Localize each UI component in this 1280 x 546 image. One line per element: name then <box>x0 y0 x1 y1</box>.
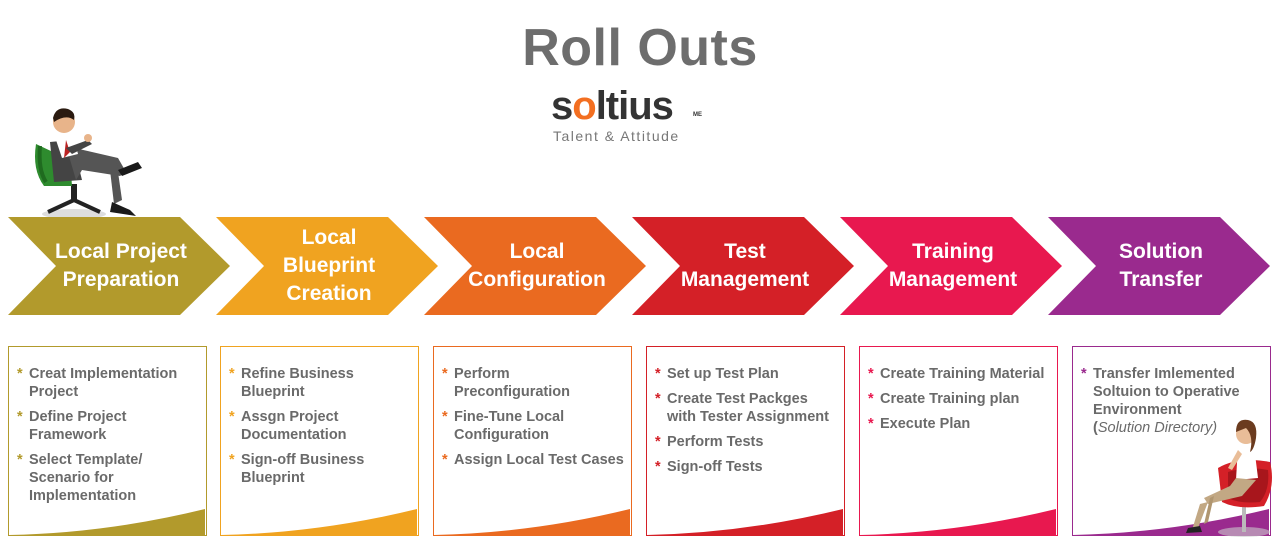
activity-item: * Assign Local Test Cases <box>442 451 625 469</box>
activity-box-5: * Create Training Material * Create Trainin… <box>859 346 1058 536</box>
activity-text: Define Project Framework <box>29 409 127 443</box>
bullet-star: * <box>17 366 23 382</box>
bullet-star: * <box>655 366 661 382</box>
activity-text: Assign Local Test Cases <box>454 452 624 468</box>
activity-text: Creat Implementation Project <box>29 366 178 400</box>
activity-list: * Create Training Material * Create Trainin… <box>860 347 1057 433</box>
activity-item: * Assgn Project Documentation <box>229 408 412 444</box>
activity-item: * Perform Preconfiguration <box>442 365 625 401</box>
activity-text: Sign-off Business Blueprint <box>241 452 365 486</box>
activity-list: * Perform Preconfiguration * Fine-Tune Loca… <box>434 347 631 469</box>
activity-item: * Sign-off Tests <box>655 458 838 476</box>
phase-label-3: Local Configuration <box>466 217 608 315</box>
phase-label-text: Solution Transfer <box>1119 240 1203 291</box>
activity-text: Set up Test Plan <box>667 366 779 382</box>
activity-item: * Create Test Packges with Tester Assignm… <box>655 390 838 426</box>
page-title: Roll Outs <box>522 19 758 77</box>
activity-text: Create Training plan <box>880 391 1020 407</box>
activity-item: * Create Training Material <box>868 365 1051 383</box>
bullet-star: * <box>442 366 448 382</box>
seated-man-illustration <box>35 108 142 219</box>
activity-item: * Transfer Imlemented Soltuion to Operati… <box>1081 365 1264 437</box>
phase-label-text: Test Management <box>680 240 810 291</box>
activity-text: Assgn Project Documentation <box>241 409 347 443</box>
activity-item: * Perform Tests <box>655 433 838 451</box>
bullet-star: * <box>868 366 874 382</box>
activity-box-1: * Creat Implementation Project * Define Pro… <box>8 346 207 536</box>
box-swoosh <box>221 509 417 535</box>
phase-arrow-2 <box>216 217 438 315</box>
activity-list: * Refine Business Blueprint * Assgn Project… <box>221 347 418 487</box>
logo-wordmark: soltius <box>551 84 674 128</box>
bullet-star: * <box>17 452 23 468</box>
activity-item: * Creat Implementation Project <box>17 365 200 401</box>
phase-label-text: Local Blueprint Creation <box>282 226 376 305</box>
activity-text: Select Template/ Scenario for Implementa… <box>29 452 143 504</box>
activity-note: Solution Directory) <box>1097 420 1218 436</box>
box-swoosh <box>9 509 205 535</box>
phase-arrow-5 <box>840 217 1062 315</box>
phase-label-5: Training Management <box>882 217 1024 315</box>
seated-woman-illustration <box>1186 419 1272 537</box>
bullet-star: * <box>1081 366 1087 382</box>
phase-label-text: Local Configuration <box>468 240 606 291</box>
activity-item: * Execute Plan <box>868 415 1051 433</box>
activity-box-2: * Refine Business Blueprint * Assgn Project… <box>220 346 419 536</box>
activity-item: * Fine-Tune Local Configuration <box>442 408 625 444</box>
bullet-star: * <box>229 366 235 382</box>
activity-box-4: * Set up Test Plan * Create Test Packges wi… <box>646 346 845 536</box>
box-swoosh <box>1073 509 1269 535</box>
bullet-star: * <box>655 434 661 450</box>
box-swoosh <box>860 509 1056 535</box>
activity-text: Fine-Tune Local Configuration <box>454 409 565 443</box>
activity-item: * Sign-off Business Blueprint <box>229 451 412 487</box>
bullet-star: * <box>229 452 235 468</box>
phase-label-6: Solution Transfer <box>1090 217 1232 315</box>
bullet-star: * <box>868 391 874 407</box>
soltius-logo: soltius ME Talent & Attitude <box>551 84 711 144</box>
bullet-star: * <box>655 391 661 407</box>
box-swoosh <box>647 509 843 535</box>
bullet-star: * <box>655 459 661 475</box>
phase-arrow-4 <box>632 217 854 315</box>
activity-text: Sign-off Tests <box>667 459 763 475</box>
activity-box-3: * Perform Preconfiguration * Fine-Tune Loca… <box>433 346 632 536</box>
activity-text: Perform Tests <box>667 434 764 450</box>
phase-arrow-6 <box>1048 217 1270 315</box>
activity-text: Refine Business Blueprint <box>241 366 354 400</box>
bullet-star: * <box>442 452 448 468</box>
logo-suffix: ME <box>693 112 702 118</box>
box-swoosh <box>434 509 630 535</box>
activity-text: Execute Plan <box>880 416 971 432</box>
bullet-star: * <box>229 409 235 425</box>
activity-text: Create Test Packges with Tester Assignme… <box>667 391 829 425</box>
bullet-star: * <box>17 409 23 425</box>
activity-text: Transfer Imlemented Soltuion to Operativ… <box>1093 366 1240 418</box>
activity-box-6: * Transfer Imlemented Soltuion to Operati… <box>1072 346 1271 536</box>
bullet-star: * <box>868 416 874 432</box>
activity-item: * Define Project Framework <box>17 408 200 444</box>
activity-text: Perform Preconfiguration <box>454 366 571 400</box>
phase-label-4: Test Management <box>674 217 816 315</box>
phase-label-1: Local Project Preparation <box>50 217 192 315</box>
activity-item: * Select Template/ Scenario for Implement… <box>17 451 200 505</box>
phase-label-text: Training Management <box>888 240 1018 291</box>
activity-list: * Creat Implementation Project * Define Pro… <box>9 347 206 505</box>
activity-item: * Create Training plan <box>868 390 1051 408</box>
activity-list: * Transfer Imlemented Soltuion to Operati… <box>1073 347 1270 437</box>
note-paren: ( <box>1093 420 1098 436</box>
logo-tagline: Talent & Attitude <box>553 128 680 144</box>
phase-label-2: Local Blueprint Creation <box>258 217 400 315</box>
phase-arrow-1 <box>8 217 230 315</box>
activity-item: * Set up Test Plan <box>655 365 838 383</box>
activity-list: * Set up Test Plan * Create Test Packges wi… <box>647 347 844 476</box>
activity-item: * Refine Business Blueprint <box>229 365 412 401</box>
activity-text: Create Training Material <box>880 366 1045 382</box>
bullet-star: * <box>442 409 448 425</box>
phase-label-text: Local Project Preparation <box>55 240 187 291</box>
phase-arrow-3 <box>424 217 646 315</box>
